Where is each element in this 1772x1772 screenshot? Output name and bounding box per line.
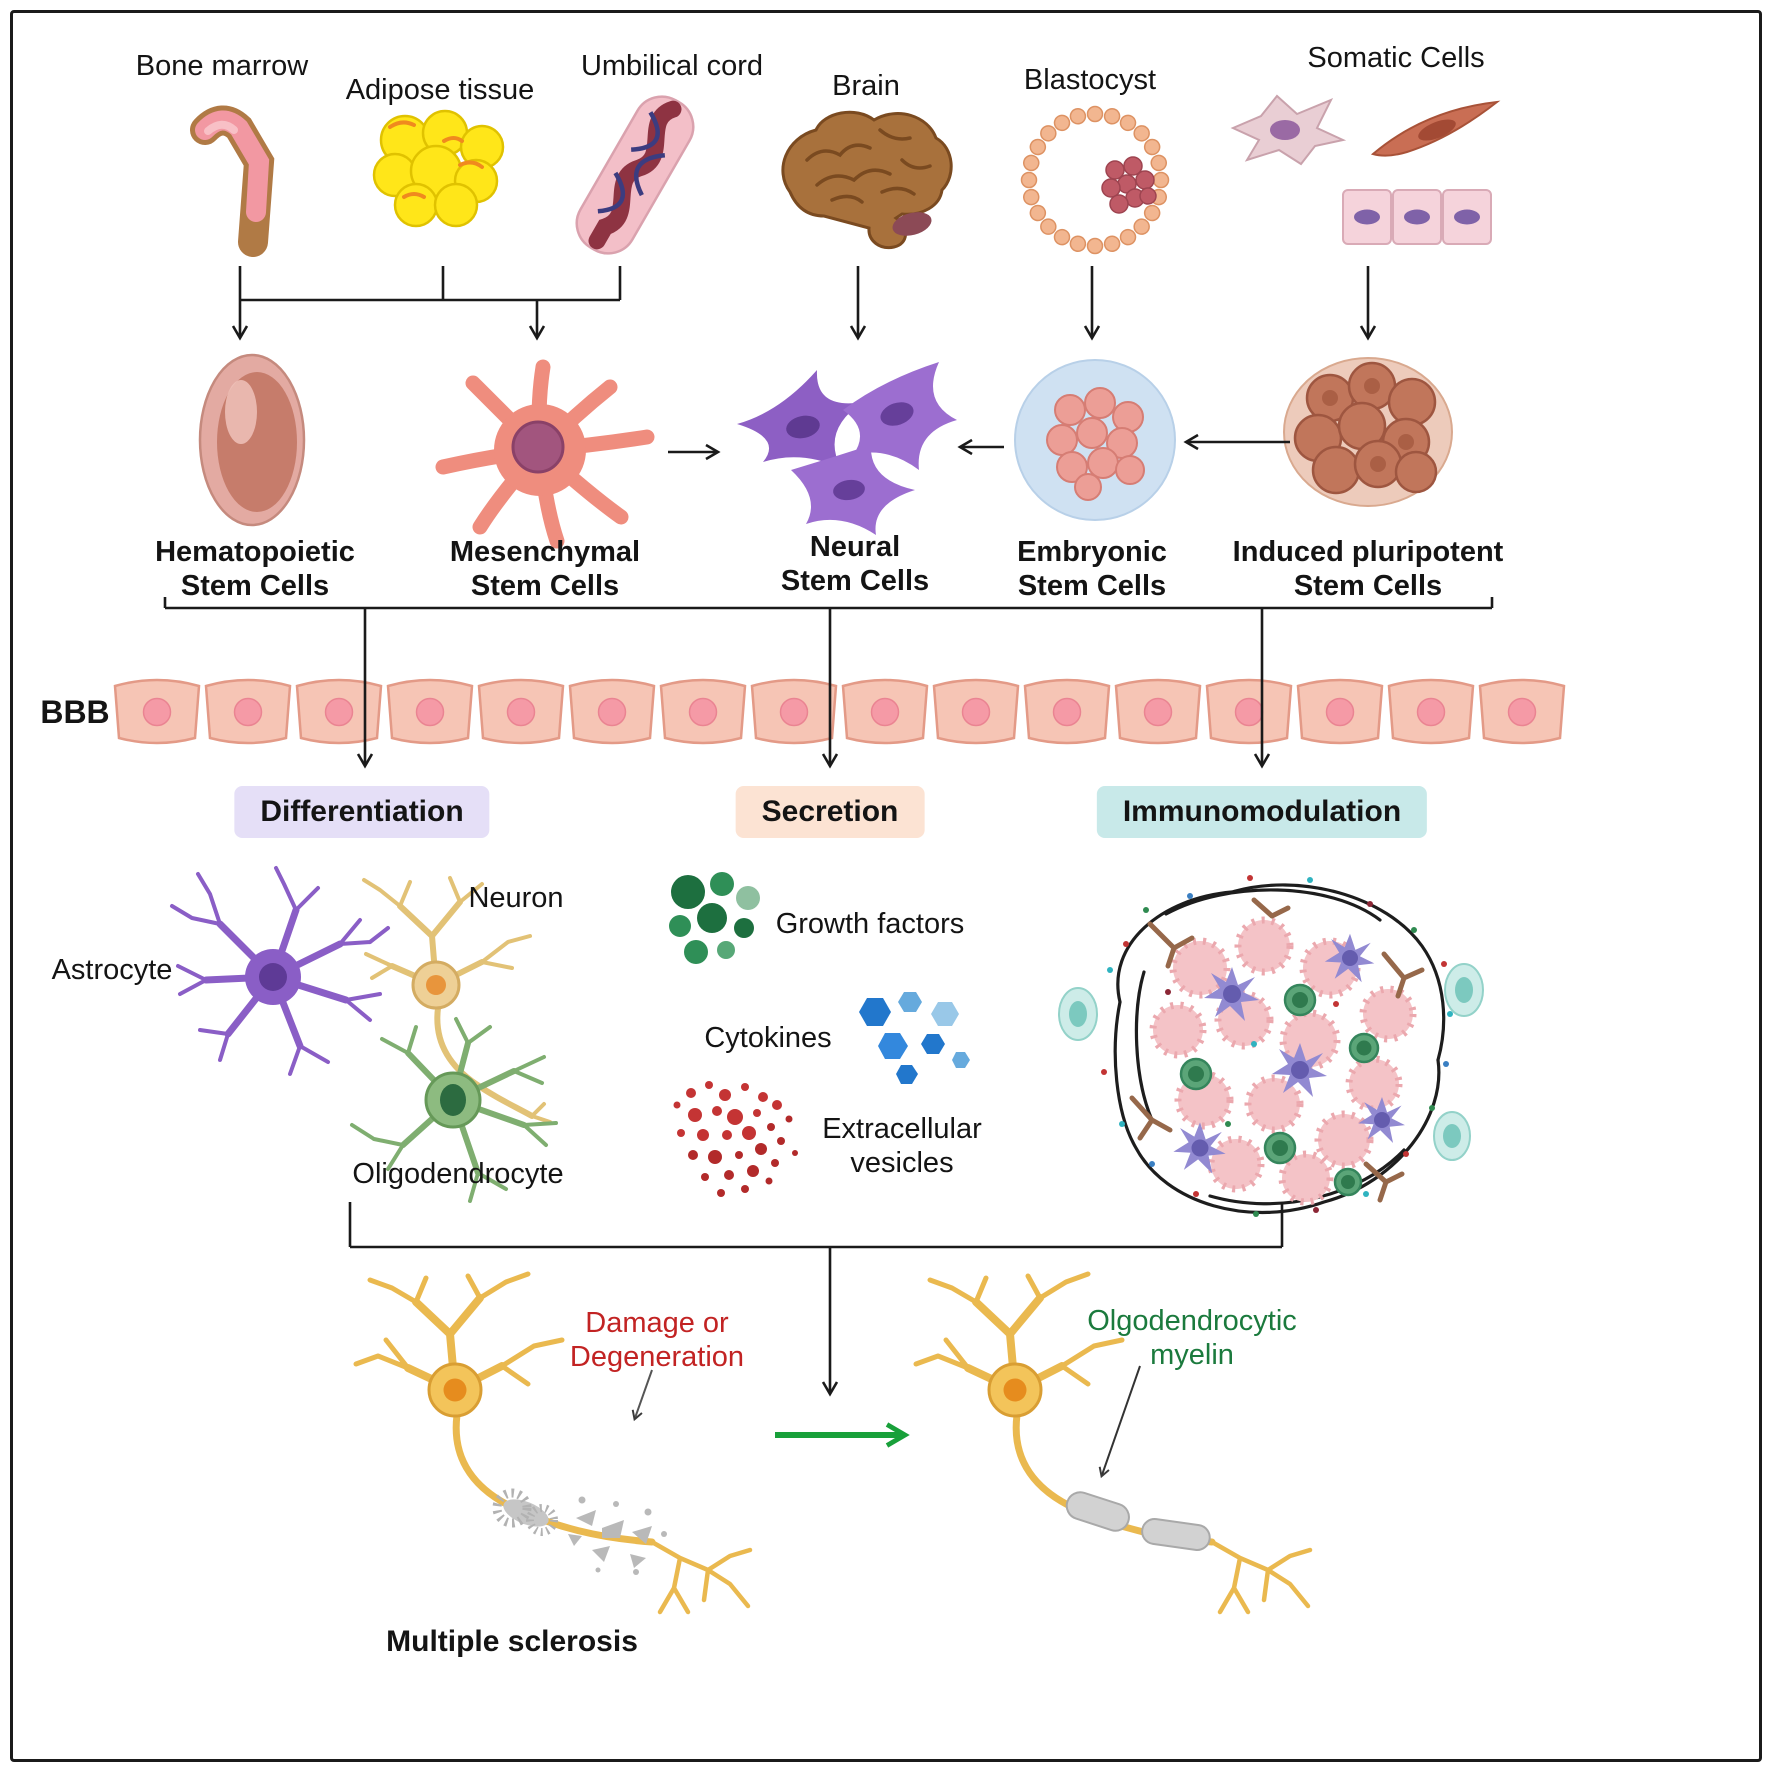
immune-cell-cluster-illustration (1058, 875, 1484, 1217)
ipsc-label-line1: Induced pluripotent (1232, 536, 1504, 568)
dendritic-cell-branches (1129, 897, 1425, 1203)
nsc-label-line1: Neural (809, 531, 901, 563)
nsc-label-line2: Stem Cells (780, 565, 930, 597)
neuron-label: Neuron (468, 882, 564, 914)
extracellular-vesicles-icon (673, 1081, 798, 1197)
myelin-pointer-arrow (1098, 1365, 1141, 1479)
cytokines-icon (859, 992, 970, 1084)
bone-marrow-illustration (190, 105, 275, 257)
somatic-cells-label: Somatic Cells (1307, 42, 1485, 74)
ipsc-label: Induced pluripotent Stem Cells (1233, 535, 1504, 603)
bbb-label: BBB (40, 694, 110, 730)
esc-label: Embryonic Stem Cells (1017, 535, 1167, 603)
umbilical-label: Umbilical cord (580, 50, 764, 82)
nsc-label: Neural Stem Cells (781, 530, 929, 598)
extracellular-vesicles-label-line2: vesicles (850, 1147, 954, 1179)
extracellular-vesicles-label: Extracellular vesicles (822, 1112, 982, 1180)
pink-immune-cells (1149, 916, 1417, 1206)
blastocyst-label: Blastocyst (1023, 64, 1157, 96)
repaired-neuron-illustration (916, 1274, 1310, 1612)
damage-label-line1: Damage or (585, 1307, 729, 1339)
hsc-label-line1: Hematopoietic (155, 536, 355, 568)
msc-label: Mesenchymal Stem Cells (450, 535, 640, 603)
differentiation-chip: Differentiation (234, 786, 490, 838)
brain-label: Brain (832, 70, 900, 102)
ipsc-label-line2: Stem Cells (1293, 570, 1443, 602)
blastocyst-illustration (1020, 105, 1170, 255)
ipsc-colony-illustration (1283, 357, 1453, 507)
hematopoietic-stem-cell-illustration (198, 353, 306, 527)
damage-pointer-arrow (631, 1369, 653, 1422)
somatic-cells-illustration (1230, 94, 1501, 245)
bone-marrow-label: Bone marrow (135, 50, 309, 82)
adipose-tissue-illustration (372, 109, 505, 228)
myelin-label: Olgodendrocytic myelin (1087, 1304, 1297, 1372)
neural-stem-cells-illustration (737, 362, 957, 535)
damage-label-line2: Degeneration (569, 1341, 745, 1373)
brain-illustration (781, 110, 953, 250)
oligodendrocyte-illustration (350, 1017, 558, 1203)
hsc-label: Hematopoietic Stem Cells (155, 535, 355, 603)
bbb-cell-band (113, 678, 1566, 745)
outcome-illustration (330, 1270, 1510, 1750)
msc-label-line2: Stem Cells (470, 570, 620, 602)
oligodendrocyte-label: Oligodendrocyte (352, 1158, 564, 1190)
mesenchymal-stem-cell-illustration (435, 359, 655, 549)
restored-myelin (1065, 1491, 1211, 1551)
umbilical-cord-illustration (575, 95, 695, 255)
ms-neuron-illustration (356, 1274, 750, 1612)
growth-factors-icon (669, 872, 760, 964)
damage-label: Damage or Degeneration (570, 1306, 744, 1374)
teal-immune-cells (1058, 963, 1484, 1161)
esc-label-line1: Embryonic (1017, 536, 1167, 568)
multiple-sclerosis-label: Multiple sclerosis (386, 1625, 638, 1658)
msc-label-line1: Mesenchymal (449, 536, 641, 568)
myelin-label-line2: myelin (1150, 1339, 1234, 1371)
secreted-dots (1101, 875, 1453, 1217)
extracellular-vesicles-label-line1: Extracellular (822, 1113, 982, 1145)
growth-factors-label: Growth factors (775, 908, 965, 940)
adipose-label: Adipose tissue (345, 74, 535, 106)
astrocyte-label: Astrocyte (51, 954, 173, 986)
damaged-myelin (492, 1488, 667, 1575)
cytokines-label: Cytokines (704, 1022, 832, 1054)
astrocyte-illustration (170, 866, 390, 1076)
figure-border (10, 10, 1762, 1762)
secretion-chip: Secretion (735, 786, 925, 838)
embryonic-stem-cells-illustration (1014, 359, 1176, 521)
esc-label-line2: Stem Cells (1017, 570, 1167, 602)
hsc-label-line2: Stem Cells (180, 570, 330, 602)
myelin-label-line1: Olgodendrocytic (1087, 1305, 1297, 1337)
immunomodulation-chip: Immunomodulation (1096, 786, 1428, 838)
